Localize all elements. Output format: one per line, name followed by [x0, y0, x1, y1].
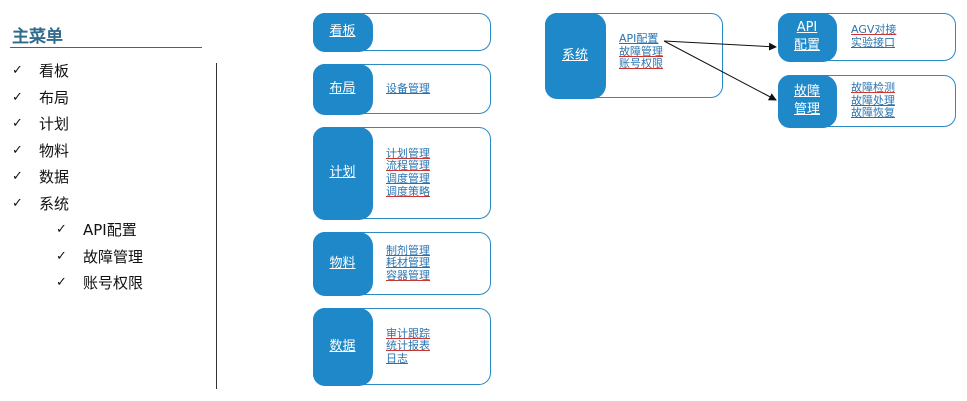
- link-audit-trail[interactable]: 审计跟踪: [386, 326, 430, 340]
- menu-item-system[interactable]: ✓ 系统: [12, 191, 143, 218]
- card-api-config-head[interactable]: API 配置: [777, 12, 837, 62]
- card-api-config: API 配置 AGV对接 实验接口: [777, 12, 956, 62]
- card-system-head[interactable]: 系统: [544, 12, 606, 99]
- submenu-item-label: API配置: [83, 221, 137, 239]
- menu-item-label: 看板: [39, 62, 70, 80]
- check-icon: ✓: [56, 222, 67, 237]
- card-label: 系统: [561, 47, 588, 63]
- card-system: 系统 API配置 故障管理 账号权限: [544, 12, 723, 99]
- card-data: 数据 审计跟踪 统计报表 日志: [312, 307, 491, 386]
- menu-item-label: 系统: [39, 194, 70, 213]
- link-agv-integration[interactable]: AGV对接: [851, 23, 897, 37]
- link-api-config[interactable]: API配置: [619, 32, 659, 45]
- check-icon: ✓: [56, 275, 67, 290]
- arrow-fault-management: [663, 40, 777, 101]
- check-icon: ✓: [56, 248, 67, 264]
- card-data-items: 审计跟踪 统计报表 日志: [386, 309, 430, 384]
- card-kanban: 看板: [312, 12, 491, 52]
- submenu-item-label: 账号权限: [83, 274, 144, 292]
- menu-item-label: 布局: [39, 88, 70, 107]
- card-label-line: 配置: [793, 38, 820, 53]
- link-fault-management[interactable]: 故障管理: [619, 44, 663, 58]
- card-label-line: 管理: [793, 102, 820, 117]
- card-data-head[interactable]: 数据: [312, 307, 373, 386]
- link-device-management[interactable]: 设备管理: [386, 81, 430, 95]
- card-fault-management: 故障 管理 故障检测 故障处理 故障恢复: [777, 74, 956, 128]
- card-fault-management-items: 故障检测 故障处理 故障恢复: [851, 76, 895, 126]
- card-plan-head[interactable]: 计划: [312, 126, 373, 220]
- link-fault-recovery[interactable]: 故障恢复: [851, 106, 895, 120]
- link-log[interactable]: 日志: [386, 351, 408, 365]
- link-dispatch-management[interactable]: 调度管理: [386, 172, 430, 185]
- check-icon: ✓: [12, 89, 23, 105]
- menu-item-label: 计划: [39, 115, 70, 133]
- menu-item-data[interactable]: ✓ 数据: [12, 164, 143, 191]
- submenu-item-label: 故障管理: [83, 247, 144, 266]
- check-icon: ✓: [12, 195, 23, 211]
- link-process-management[interactable]: 流程管理: [386, 159, 430, 173]
- submenu-item-account-permissions[interactable]: ✓ 账号权限: [56, 270, 143, 297]
- card-api-config-items: AGV对接 实验接口: [851, 14, 896, 60]
- card-label: 物料: [329, 255, 356, 271]
- card-layout-head[interactable]: 布局: [312, 63, 373, 115]
- card-system-items: API配置 故障管理 账号权限: [619, 32, 663, 71]
- arrow-api-config: [663, 40, 777, 51]
- link-plan-management[interactable]: 计划管理: [386, 146, 430, 160]
- menu-item-plan[interactable]: ✓ 计划: [12, 111, 143, 138]
- check-icon: ✓: [12, 116, 23, 131]
- main-menu-list: ✓ 看板 ✓ 布局 ✓ 计划 ✓ 物料 ✓ 数据 ✓ 系统 ✓ API配置 ✓ 故障管理 ✓ 账号…: [12, 58, 143, 297]
- link-fault-detection[interactable]: 故障检测: [851, 81, 895, 95]
- card-layout-items: 设备管理: [386, 65, 430, 113]
- submenu-item-api-config[interactable]: ✓ API配置: [56, 217, 143, 244]
- link-container-management[interactable]: 容器管理: [386, 268, 430, 282]
- menu-item-kanban[interactable]: ✓ 看板: [12, 58, 143, 85]
- menu-item-material[interactable]: ✓ 物料: [12, 138, 143, 165]
- check-icon: ✓: [12, 63, 23, 78]
- submenu-item-fault-management[interactable]: ✓ 故障管理: [56, 244, 143, 271]
- link-account-permissions[interactable]: 账号权限: [619, 57, 663, 71]
- link-statistics-report[interactable]: 统计报表: [386, 339, 430, 353]
- card-fault-management-head[interactable]: 故障 管理: [777, 74, 837, 128]
- link-fault-handling[interactable]: 故障处理: [851, 93, 895, 107]
- link-dispatch-strategy[interactable]: 调度策略: [386, 184, 430, 198]
- card-material-head[interactable]: 物料: [312, 231, 373, 296]
- menu-item-label: 数据: [39, 168, 70, 186]
- menu-item-label: 物料: [39, 141, 70, 160]
- card-label: 看板: [329, 24, 356, 40]
- link-consumables-management[interactable]: 耗材管理: [386, 256, 430, 270]
- card-label: 布局: [329, 81, 356, 97]
- card-plan-items: 计划管理 流程管理 调度管理 调度策略: [386, 128, 430, 218]
- card-label-line: 故障: [793, 84, 820, 100]
- card-material-items: 制剂管理 耗材管理 容器管理: [386, 233, 430, 294]
- card-kanban-head[interactable]: 看板: [312, 12, 373, 52]
- card-label-line: API: [796, 20, 818, 36]
- check-icon: ✓: [12, 169, 23, 184]
- main-menu-title: 主菜单: [12, 27, 63, 47]
- card-label: 计划: [329, 165, 356, 181]
- card-label: 数据: [329, 338, 356, 354]
- card-material: 物料 制剂管理 耗材管理 容器管理: [312, 231, 491, 296]
- divider-line: [216, 63, 217, 389]
- link-formulation-management[interactable]: 制剂管理: [386, 243, 430, 257]
- check-icon: ✓: [12, 142, 23, 158]
- card-layout: 布局 设备管理: [312, 63, 491, 115]
- title-underline: [10, 47, 202, 48]
- system-submenu: ✓ API配置 ✓ 故障管理 ✓ 账号权限: [12, 217, 143, 297]
- card-plan: 计划 计划管理 流程管理 调度管理 调度策略: [312, 126, 491, 220]
- link-experiment-interface[interactable]: 实验接口: [851, 36, 895, 49]
- menu-item-layout[interactable]: ✓ 布局: [12, 85, 143, 112]
